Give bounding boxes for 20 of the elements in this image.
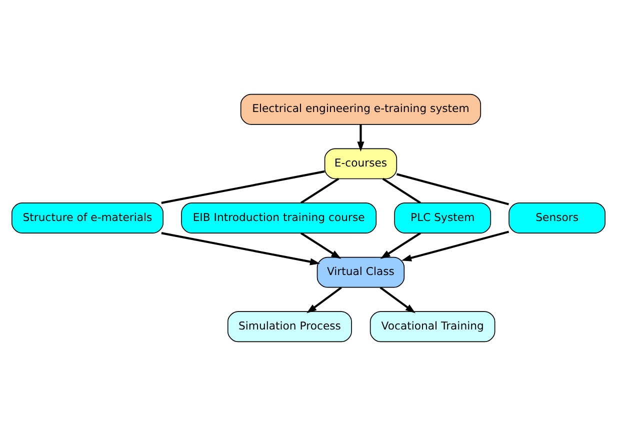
arrow [401, 230, 510, 262]
node-box: Structure of e-materials [11, 202, 164, 234]
node-box: E-courses [324, 148, 398, 180]
connector [396, 173, 509, 206]
arrow [380, 232, 422, 259]
arrow [357, 124, 364, 152]
arrow [306, 286, 342, 314]
node-box: PLC System [394, 202, 492, 234]
node-box: Simulation Process [227, 311, 352, 342]
node-box: Vocational Training [370, 311, 496, 342]
node-box: Sensors [508, 202, 606, 234]
arrow [161, 232, 320, 266]
node-box: Virtual Class [316, 256, 405, 288]
connector [382, 178, 421, 204]
node-box: EIB Introduction training course [181, 202, 377, 234]
node-box: Electrical engineering e-training system [240, 94, 482, 125]
arrow [380, 286, 416, 314]
connector [161, 170, 325, 204]
arrow [300, 232, 342, 259]
connector [300, 178, 340, 204]
